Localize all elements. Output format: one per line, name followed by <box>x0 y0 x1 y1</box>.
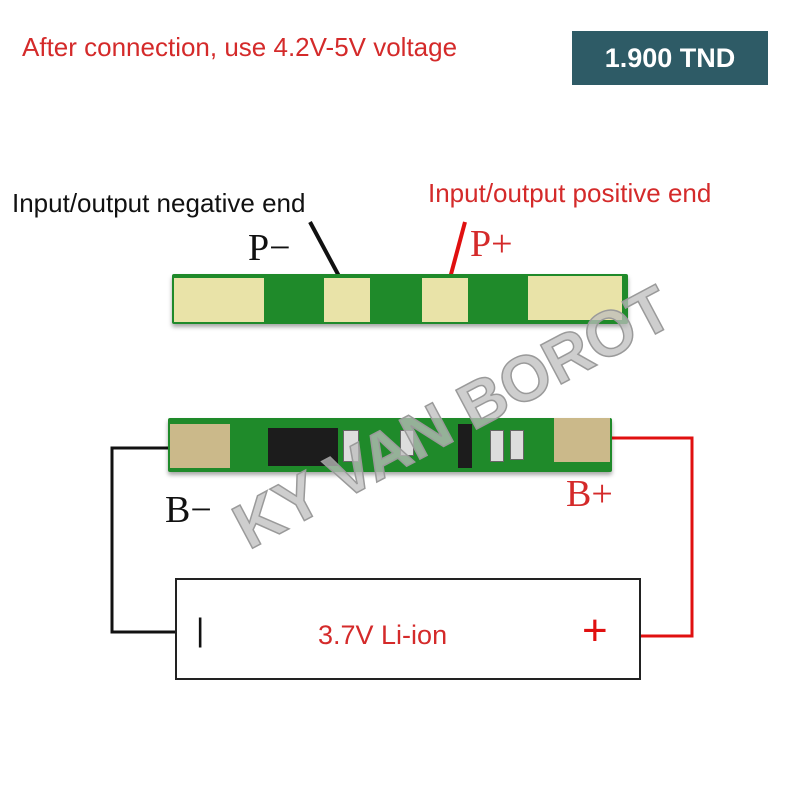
p-minus-pointer <box>308 221 342 279</box>
p-plus-pointer <box>448 221 467 279</box>
pcb-top-side <box>172 274 628 324</box>
voltage-note: After connection, use 4.2V-5V voltage <box>22 32 458 62</box>
negative-end-label: Input/output negative end <box>12 188 306 218</box>
battery-minus-symbol: | <box>196 612 205 648</box>
positive-wire <box>610 436 694 638</box>
b-plus-label: B+ <box>566 473 613 515</box>
battery-label: 3.7V Li-ion <box>318 620 448 650</box>
battery-plus-symbol: + <box>582 606 608 655</box>
p-plus-label: P+ <box>470 223 513 265</box>
b-minus-label: B− <box>165 489 212 531</box>
pcb-bottom-side <box>168 418 612 472</box>
p-minus-label: P− <box>248 227 291 269</box>
price-badge: 1.900 TND <box>572 31 768 85</box>
positive-end-label: Input/output positive end <box>428 178 712 208</box>
battery-outline <box>175 578 641 680</box>
negative-wire <box>110 446 178 634</box>
